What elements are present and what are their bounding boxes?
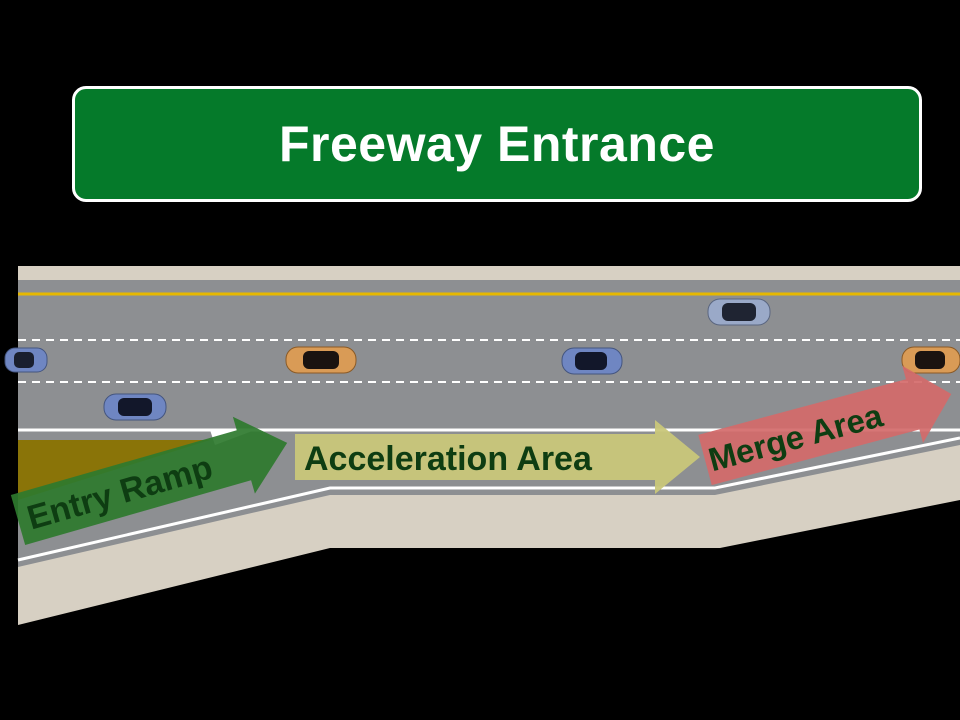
- car-orange: [285, 346, 357, 374]
- car-orange: [901, 346, 960, 374]
- freeway-entrance-sign: Freeway Entrance: [72, 86, 922, 202]
- car-blue: [103, 393, 167, 421]
- acceleration-area-arrow: Acceleration Area: [295, 420, 700, 494]
- sign-title: Freeway Entrance: [279, 116, 715, 172]
- acceleration-area-label: Acceleration Area: [304, 440, 593, 478]
- ramp-edge-line: [17, 436, 960, 562]
- car-blue: [561, 347, 623, 375]
- freeway-asphalt: [18, 280, 960, 430]
- top-shoulder: [18, 266, 960, 280]
- car-silver: [707, 298, 771, 326]
- car-blue: [4, 347, 48, 373]
